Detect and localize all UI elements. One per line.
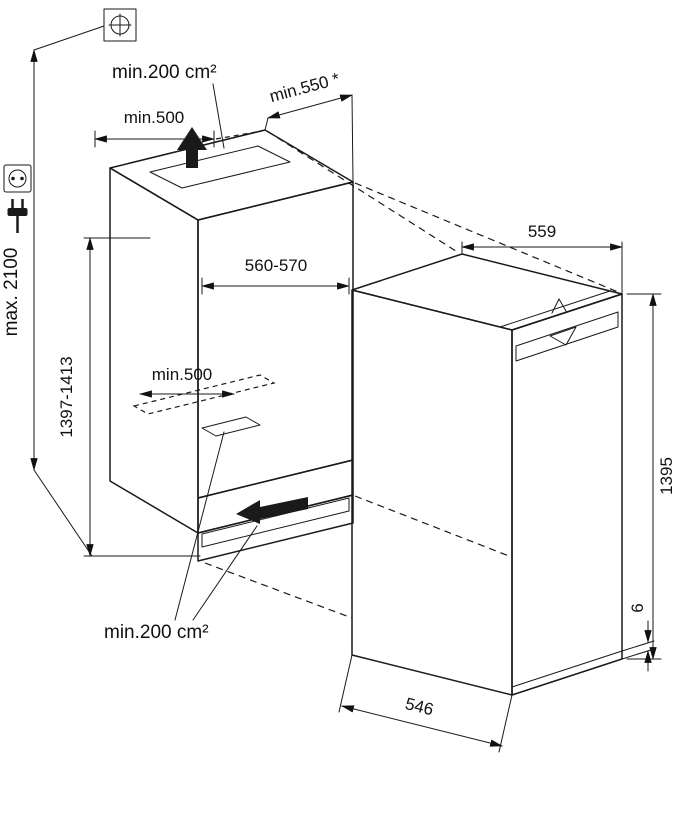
dim-label-appl-height: 1395 <box>657 457 676 495</box>
hinge-mark-right <box>558 298 567 312</box>
airflow-up-arrow <box>177 127 207 168</box>
screw-cross-icon <box>103 8 137 42</box>
appliance <box>351 253 623 696</box>
niche <box>109 127 354 562</box>
dim-ext-max2100-top <box>33 25 105 51</box>
dim-label-door-gap: 6 <box>628 603 647 612</box>
dim-label-top-clearance: min.500 <box>124 108 184 127</box>
dim-ext-niche-depth-back <box>351 94 354 182</box>
dimension-floor-vent-width: min.500 <box>138 365 236 398</box>
door-grip-recess <box>515 311 619 362</box>
dim-label-floor-vent: min.500 <box>152 365 212 384</box>
door-top-edge-line <box>499 290 611 328</box>
leader-vent-bottom-1 <box>174 431 225 621</box>
label-vent-area-bottom: min.200 cm² <box>104 431 258 643</box>
socket-frame <box>3 164 32 193</box>
dim-ext-top-clearance <box>215 130 263 140</box>
projection-line-top-left <box>266 130 460 254</box>
dimension-appliance-depth: 546 <box>338 654 513 753</box>
projection-lines <box>204 130 619 619</box>
power-socket-icon <box>3 164 32 193</box>
hinge-mark-left <box>551 298 560 314</box>
dim-label-niche-width: 560-570 <box>245 256 307 275</box>
dimension-socket-max-height: max. 2100 <box>1 25 105 557</box>
socket-pin-left <box>11 176 15 181</box>
socket-circle <box>8 169 27 188</box>
appliance-door-face <box>511 293 623 696</box>
niche-interior-back-wall <box>197 181 354 499</box>
door-bottom-gap-line <box>511 650 623 688</box>
leader-vent-top <box>212 83 225 149</box>
socket-pin-right <box>20 176 24 181</box>
vent-area-top-text: min.200 cm² <box>112 62 217 83</box>
dim-ext-max2100-bottom <box>33 469 93 557</box>
niche-interior-floor <box>197 459 354 534</box>
dim-label-appl-width: 559 <box>528 222 556 241</box>
dim-ext-niche-depth-front <box>264 117 269 131</box>
dim-ext-appl-depth-left <box>338 654 353 713</box>
dim-ext-appl-depth-right <box>498 694 513 753</box>
plug-body <box>7 208 28 216</box>
dimension-appliance-width: 559 <box>460 222 624 295</box>
screw-icon-frame <box>103 8 137 42</box>
vent-area-bottom-text: min.200 cm² <box>104 622 209 643</box>
dimension-niche-height: 1397-1413 <box>57 236 201 558</box>
dimension-top-clearance: min.500 <box>93 108 263 148</box>
dimension-appliance-height: 1395 <box>626 292 676 661</box>
dimension-niche-width: 560-570 <box>200 256 351 295</box>
leader-vent-bottom-2 <box>192 525 258 621</box>
floor-vent-grille <box>201 416 261 437</box>
floor-vent-dashed-outline <box>132 374 276 415</box>
dimension-niche-depth: min.550 * <box>264 69 354 182</box>
projection-line-bottom <box>354 495 510 557</box>
top-vent-grille <box>149 145 291 189</box>
dim-label-niche-height: 1397-1413 <box>57 356 76 437</box>
dim-ext-door-gap-lower <box>621 648 655 660</box>
door-grip-notch <box>549 326 577 346</box>
dim-ext-door-gap-upper <box>621 640 655 652</box>
niche-side-panel <box>109 167 199 534</box>
label-vent-area-top: min.200 cm² <box>112 62 225 149</box>
appliance-top-face <box>351 253 623 331</box>
niche-top-face <box>109 129 354 221</box>
dimension-door-gap: 6 <box>621 603 655 672</box>
power-plug-icon <box>7 199 28 233</box>
dim-line-niche-depth <box>266 94 354 119</box>
dim-label-appl-depth: 546 <box>403 694 435 719</box>
airflow-in-arrow <box>236 497 308 524</box>
dimensions: max. 2100 1397-1413 560-570 min.500 <box>1 25 676 753</box>
projection-line-base <box>204 562 353 619</box>
dim-label-max2100: max. 2100 <box>1 248 22 337</box>
appliance-side-face <box>351 289 513 696</box>
dim-line-appl-depth <box>340 705 504 747</box>
